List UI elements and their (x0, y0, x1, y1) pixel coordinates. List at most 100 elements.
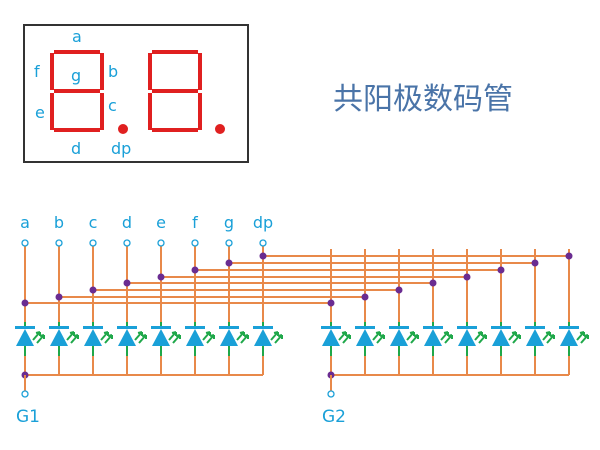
diode-bar (185, 326, 205, 329)
junction-dot (89, 286, 97, 294)
display-box (23, 24, 249, 163)
pin-terminal-d[interactable] (123, 239, 131, 247)
diode-triangle (254, 329, 272, 346)
ground-label-G2: G2 (322, 407, 346, 427)
pin-terminal-a[interactable] (21, 239, 29, 247)
diode-triangle (186, 329, 204, 346)
segment-a (152, 50, 198, 54)
light-emission-icon (338, 331, 351, 344)
diode-triangle (322, 329, 340, 346)
segment-label-f: f (34, 62, 40, 81)
junction-dot (55, 293, 63, 301)
pin-terminal-e[interactable] (157, 239, 165, 247)
segment-f (148, 53, 152, 90)
diode-triangle (220, 329, 238, 346)
segment-b (198, 53, 202, 90)
segment-dp (215, 124, 225, 134)
diode-bar (355, 326, 375, 329)
led-diode-icon (253, 326, 283, 346)
pin-terminal-b[interactable] (55, 239, 63, 247)
pin-terminal-g[interactable] (225, 239, 233, 247)
digit-1 (50, 50, 128, 134)
light-emission-icon (542, 331, 555, 344)
led-diode-icon (151, 326, 181, 346)
light-emission-icon (474, 331, 487, 344)
segment-e (148, 93, 152, 130)
diode-triangle (84, 329, 102, 346)
diode-bar (423, 326, 443, 329)
ground-terminal-G1[interactable] (21, 390, 29, 398)
pin-label-f: f (192, 213, 198, 232)
junction-dot (361, 293, 369, 301)
diode-bar (117, 326, 137, 329)
segment-dp (118, 124, 128, 134)
led-diode-icon (83, 326, 113, 346)
light-emission-icon (440, 331, 453, 344)
segment-label-b: b (108, 62, 118, 81)
pin-label-d: d (122, 213, 132, 232)
junction-dot (123, 279, 131, 287)
light-emission-icon (100, 331, 113, 344)
diode-bar (83, 326, 103, 329)
digit-2 (148, 50, 225, 134)
light-emission-icon (134, 331, 147, 344)
junction-dot (225, 259, 233, 267)
led-diode-icon (219, 326, 249, 346)
diode-bar (491, 326, 511, 329)
segment-f (50, 53, 54, 90)
pin-label-a: a (20, 213, 30, 232)
diode-bar (219, 326, 239, 329)
ground-terminal-G2[interactable] (327, 390, 335, 398)
diode-bar (49, 326, 69, 329)
diode-triangle (458, 329, 476, 346)
diode-bar (321, 326, 341, 329)
diode-triangle (50, 329, 68, 346)
led-diode-icon (321, 326, 351, 346)
pin-terminal-dp[interactable] (259, 239, 267, 247)
pin-terminal-f[interactable] (191, 239, 199, 247)
segment-d (54, 128, 100, 132)
light-emission-icon (168, 331, 181, 344)
junction-dot (21, 299, 29, 307)
pin-label-g: g (224, 213, 234, 232)
segment-c (100, 93, 104, 130)
junction-dot (157, 273, 165, 281)
junction-dot (531, 259, 539, 267)
junction-dot (395, 286, 403, 294)
light-emission-icon (406, 331, 419, 344)
pin-label-dp: dp (253, 213, 273, 232)
junction-dot (463, 273, 471, 281)
diode-triangle (526, 329, 544, 346)
segment-label-g: g (71, 66, 81, 85)
pin-label-e: e (156, 213, 166, 232)
diode-triangle (152, 329, 170, 346)
light-emission-icon (576, 331, 589, 344)
pin-terminal-c[interactable] (89, 239, 97, 247)
pin-label-b: b (54, 213, 64, 232)
segment-b (100, 53, 104, 90)
led-diode-icon (15, 326, 45, 346)
diode-bar (15, 326, 35, 329)
light-emission-icon (32, 331, 45, 344)
led-diode-icon (185, 326, 215, 346)
segment-g (54, 89, 100, 93)
title: 共阳极数码管 (333, 82, 513, 117)
diode-bar (389, 326, 409, 329)
diode-triangle (390, 329, 408, 346)
diode-bar (559, 326, 579, 329)
pin-label-c: c (89, 213, 98, 232)
segment-d (152, 128, 198, 132)
led-diode-icon (491, 326, 521, 346)
diode-triangle (118, 329, 136, 346)
diode-triangle (424, 329, 442, 346)
segment-label-a: a (72, 27, 82, 46)
led-diode-icon (49, 326, 79, 346)
segment-g (152, 89, 198, 93)
light-emission-icon (508, 331, 521, 344)
led-diode-icon (389, 326, 419, 346)
led-diode-icon (525, 326, 555, 346)
segment-e (50, 93, 54, 130)
junction-dot (191, 266, 199, 274)
